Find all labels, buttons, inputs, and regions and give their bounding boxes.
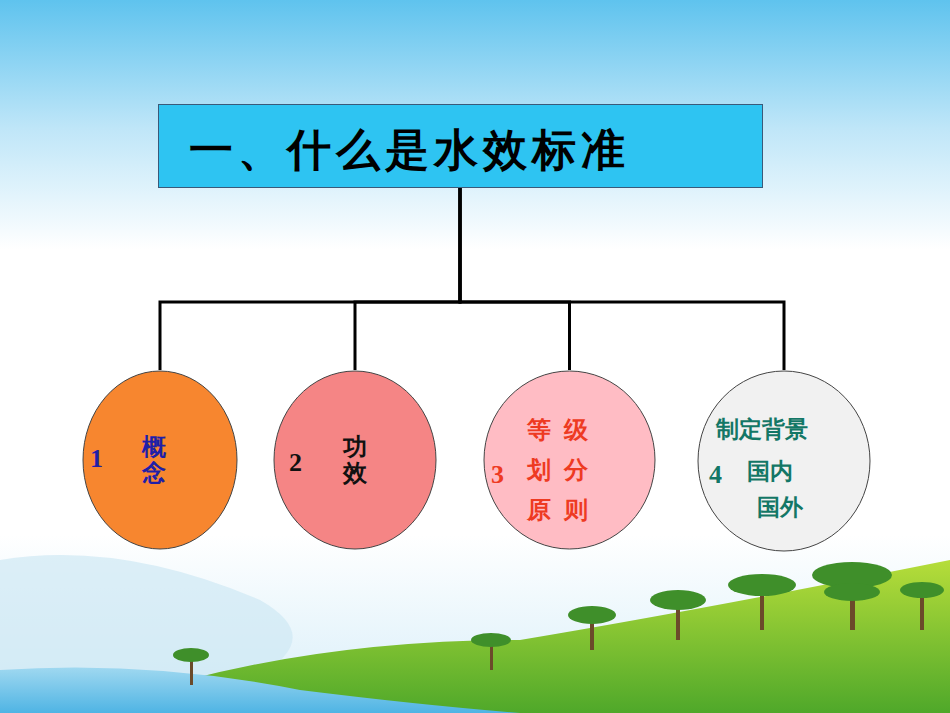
topic-circle: 3 等级划分原则 (483, 370, 656, 550)
topic-circle: 1 概念 (82, 370, 238, 550)
node-label: 功效 (343, 434, 367, 487)
node-label: 国外 (757, 492, 803, 523)
node-label: 概念 (142, 434, 166, 487)
tree-connector (460, 188, 784, 370)
topic-circle: 2 功效 (273, 370, 437, 550)
circle-fill (484, 371, 655, 549)
node-label: 制定背景 (716, 414, 808, 445)
title-box: 一、什么是水效标准 (158, 104, 763, 188)
circle-fill (274, 371, 436, 549)
circle-fill (698, 371, 870, 551)
callout-number: 2 (289, 448, 302, 478)
circle-fill (83, 371, 237, 549)
callout-number: 4 (709, 460, 722, 490)
node-label: 国内 (747, 456, 793, 487)
tree-connector (355, 188, 460, 370)
tree-connector (160, 188, 460, 370)
tree-connector (460, 188, 570, 370)
node-label: 等级划分原则 (527, 410, 603, 530)
title-text: 一、什么是水效标准 (189, 121, 630, 180)
callout-number: 1 (90, 444, 103, 474)
topic-circle: 4 制定背景国内国外 (697, 370, 871, 552)
callout-number: 3 (491, 460, 504, 490)
